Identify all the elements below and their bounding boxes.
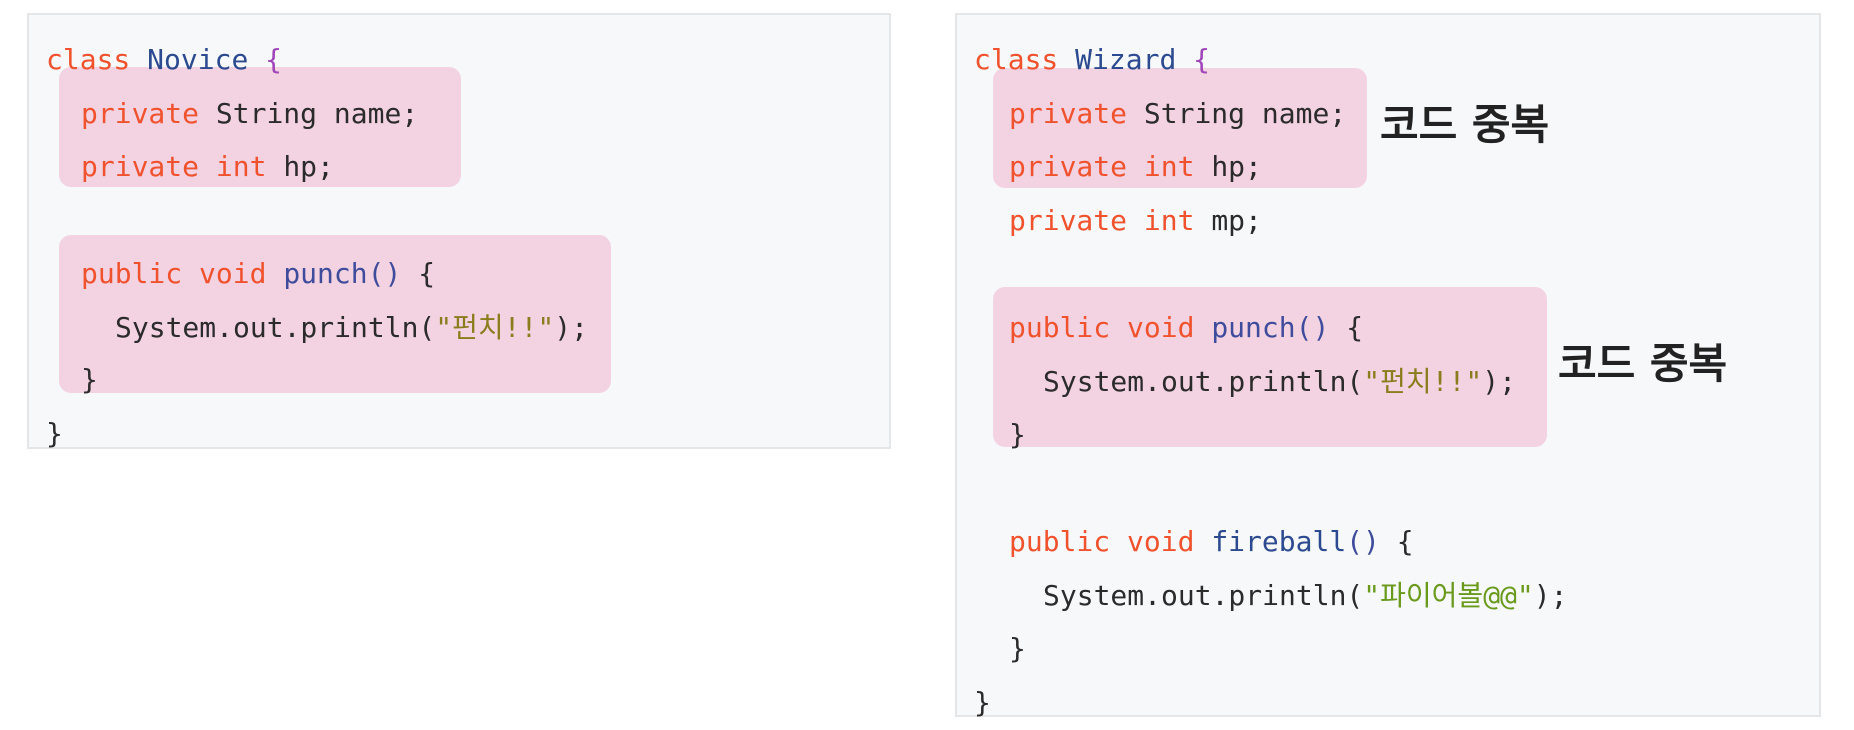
novice-method-punch-body: System.out.println("펀치!!"); (115, 311, 588, 344)
novice-method-punch-close: } (81, 363, 98, 396)
novice-class-close: } (46, 417, 63, 450)
wizard-field-name: private String name; (1009, 97, 1347, 130)
wizard-method-fireball-close: } (1009, 632, 1026, 665)
wizard-field-mp: private int mp; (1009, 204, 1262, 237)
novice-field-name: private String name; (81, 97, 419, 130)
wizard-method-punch-close: } (1009, 418, 1026, 451)
wizard-fields-highlight (993, 68, 1367, 188)
wizard-class-close: } (974, 686, 991, 719)
novice-class-decl: class Novice { (46, 43, 283, 76)
novice-method-punch-decl: public void punch() { (81, 257, 436, 290)
wizard-method-highlight (993, 287, 1547, 447)
novice-method-highlight (59, 235, 611, 393)
duplicate-method-note: 코드 중복 (1558, 339, 1728, 388)
wizard-field-hp: private int hp; (1009, 150, 1262, 183)
wizard-code-panel: class Wizard { private String name; priv… (955, 13, 1821, 719)
wizard-class-decl: class Wizard { (974, 43, 1211, 76)
wizard-method-fireball-decl: public void fireball() { (1009, 525, 1414, 558)
wizard-method-punch-decl: public void punch() { (1009, 311, 1364, 344)
novice-fields-highlight (59, 67, 461, 187)
novice-field-hp: private int hp; (81, 150, 334, 183)
novice-code-panel: class Novice { private String name; priv… (27, 13, 891, 450)
wizard-method-fireball-body: System.out.println("파이어볼@@"); (1043, 579, 1568, 612)
duplicate-fields-note: 코드 중복 (1380, 100, 1550, 149)
wizard-method-punch-body: System.out.println("펀치!!"); (1043, 365, 1516, 398)
